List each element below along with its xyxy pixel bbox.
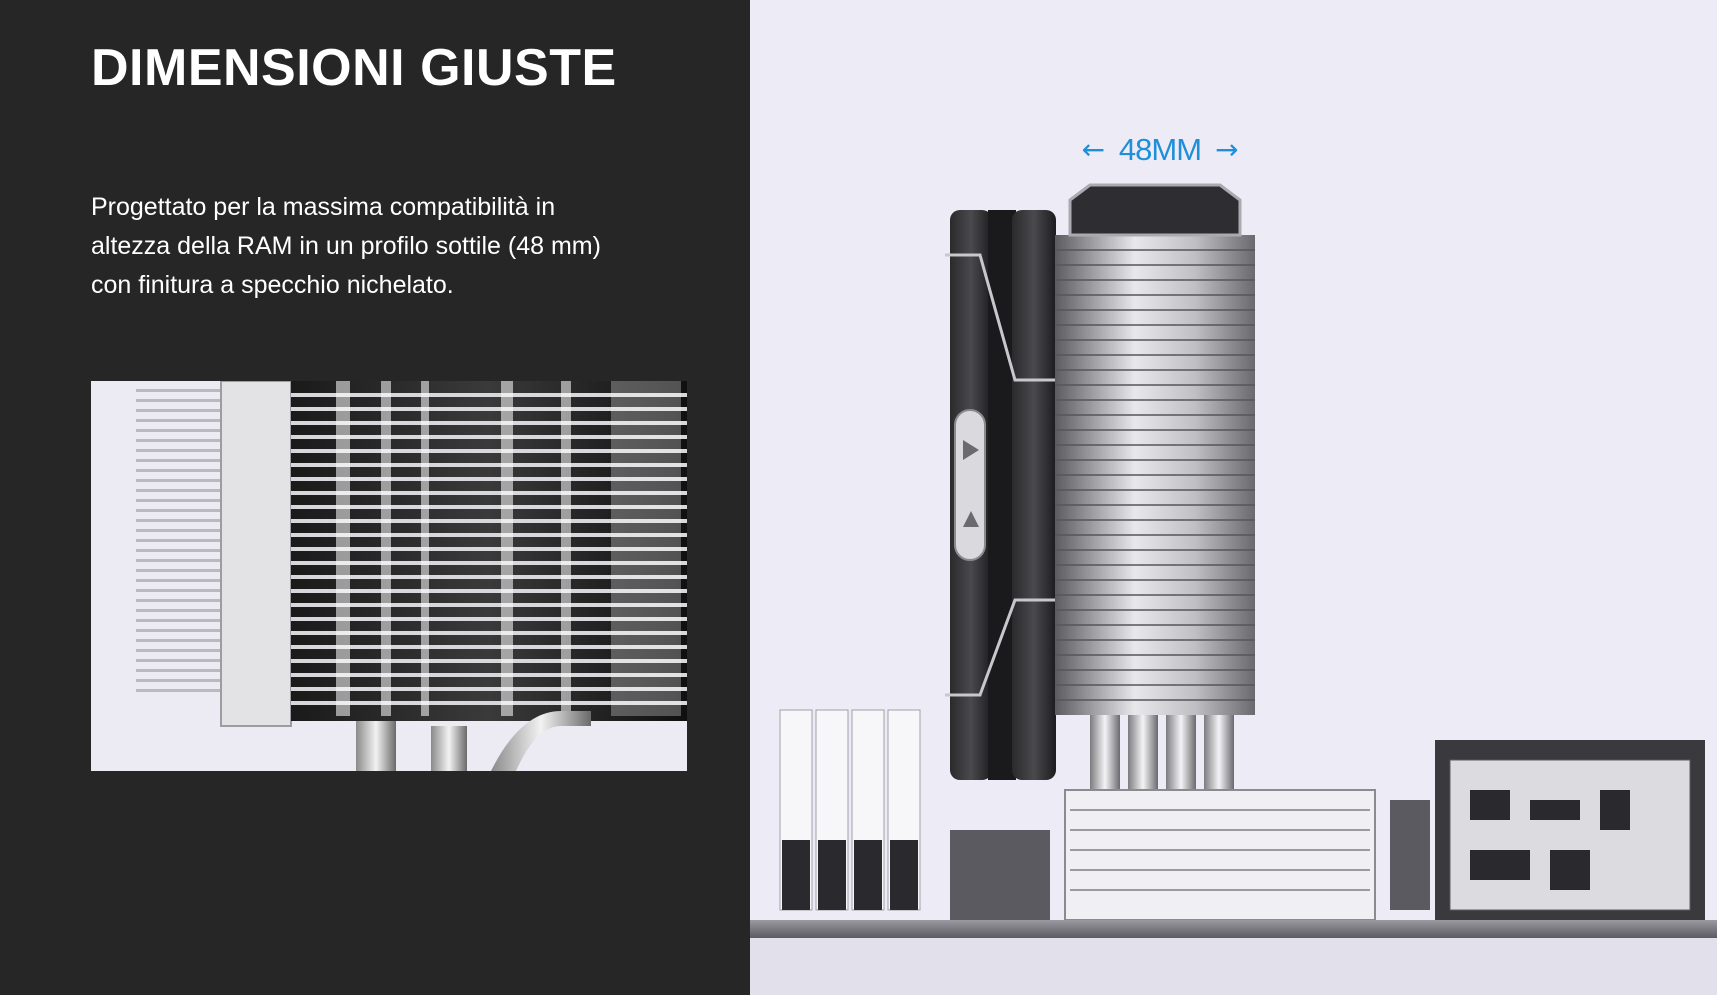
product-render-panel [750,0,1717,995]
heatsink-fin-closeup-image [91,381,687,771]
product-description: Progettato per la massima compatibilità … [91,193,601,299]
arrow-left-icon: ← [1081,133,1105,166]
dimension-annotation: ← 48MM → [1060,130,1260,170]
dimension-label: 48MM [1118,132,1202,167]
left-panel: DIMENSIONI GIUSTE Progettato per la mass… [0,0,750,995]
arrow-right-icon: → [1215,133,1239,166]
page-title: DIMENSIONI GIUSTE [91,39,617,97]
cpu-cooler-on-motherboard-graphic [750,0,1717,995]
heatsink-fin-closeup-graphic [91,381,687,771]
